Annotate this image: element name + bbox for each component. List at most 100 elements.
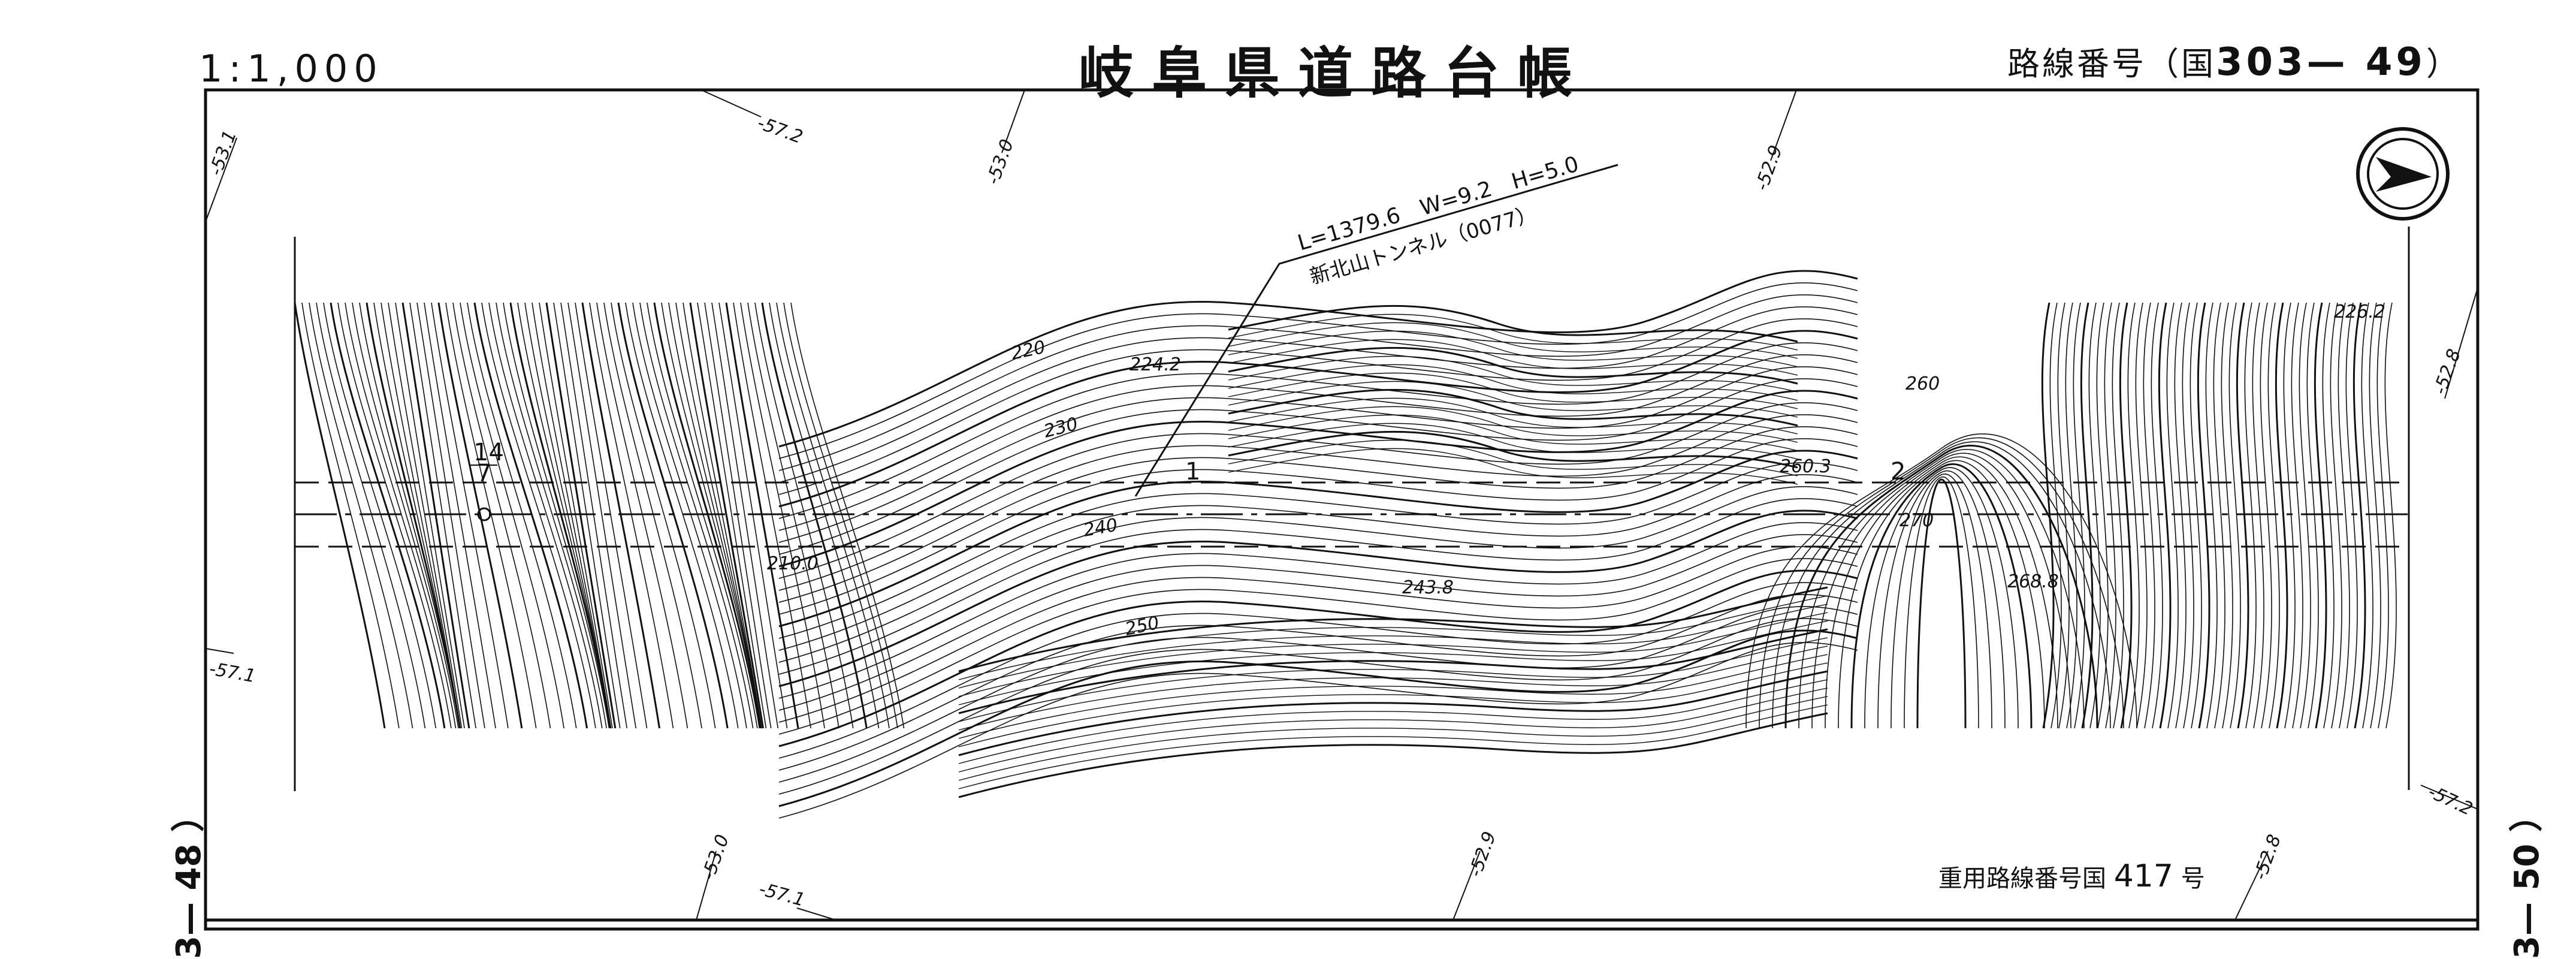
contour-line [747, 302, 839, 729]
contour-line [958, 662, 1828, 747]
contour-line [1228, 406, 1798, 443]
contour-line [373, 302, 461, 729]
contour-line [2275, 302, 2288, 729]
contour-line [424, 302, 496, 729]
contour-line [330, 302, 446, 729]
station-label: 1 [1185, 458, 1200, 485]
contour-line [2213, 302, 2225, 729]
contour-line [2065, 302, 2077, 729]
contour-line [388, 302, 463, 729]
contour-line [958, 586, 1828, 672]
contour-label: 268.8 [2007, 571, 2059, 592]
contour-line [2190, 302, 2202, 729]
contour-line [1228, 439, 1798, 477]
contour-line [1228, 414, 1798, 451]
contour-line [2330, 302, 2342, 729]
contour-line [2080, 302, 2094, 729]
grid-tick [1770, 89, 1797, 161]
contour-line [2291, 302, 2303, 729]
contour-line [2299, 302, 2311, 729]
contour-line [309, 302, 413, 729]
contour-line [2135, 302, 2148, 729]
grid-tick [2234, 851, 2269, 921]
contour-line [2236, 302, 2249, 729]
route-number-value: 303— 49 [2216, 40, 2426, 85]
grid-label: -52.9 [1751, 143, 1787, 194]
contour-line [2252, 302, 2264, 729]
grid-label: -53.1 [206, 128, 241, 179]
contour-line [761, 302, 868, 729]
route-suffix: ） [2426, 45, 2461, 83]
contour-line [401, 302, 470, 729]
contour-line [2221, 302, 2233, 729]
contour-line [778, 306, 1858, 483]
contour-line [581, 302, 661, 729]
aux-route-number: 417 [2113, 858, 2173, 894]
contour-line [1228, 313, 1798, 351]
contour-line [1228, 397, 1798, 435]
contour-label: 243.8 [1402, 577, 1454, 598]
map-frame [204, 88, 2480, 931]
contour-label-group: 220 224.2 230 240 210.0 243.8 250 260 26… [767, 301, 2385, 640]
contour-line [437, 302, 523, 729]
contour-line [1891, 474, 1992, 729]
contour-line [958, 612, 1828, 697]
contour-line [2338, 302, 2350, 729]
contour-line [337, 302, 452, 729]
contour-line [575, 302, 648, 729]
contour-line [467, 302, 577, 729]
contour-line [2376, 302, 2389, 729]
contour-line [1228, 355, 1798, 393]
contour-line [778, 618, 1858, 795]
contour-line [2088, 302, 2101, 729]
contour-line [778, 390, 1858, 568]
map-scale: 1:1,000 [199, 47, 383, 91]
contour-line [1745, 433, 2137, 729]
contour-line [778, 330, 1858, 508]
grid-tick [2420, 785, 2478, 810]
contour-line [1864, 467, 2019, 729]
contour-line [778, 282, 1858, 459]
contour-line [778, 582, 1858, 759]
contour-line [481, 302, 596, 729]
contour-line [958, 712, 1828, 798]
contour-line [958, 595, 1828, 680]
contour-lines [294, 270, 2397, 819]
grid-label: -57.2 [2425, 782, 2476, 821]
contour-line [958, 646, 1828, 731]
contour-line [958, 628, 1828, 714]
contour-line [2104, 302, 2116, 729]
grid-tick [700, 89, 762, 117]
contour-line [1904, 477, 1979, 729]
contour-line [958, 654, 1828, 739]
grid-label: -57.1 [208, 658, 258, 687]
contour-line [778, 378, 1858, 555]
grid-tick [796, 907, 836, 921]
north-arrow-inner-ring [2367, 138, 2439, 210]
contour-line [2306, 302, 2319, 729]
grid-tick [1001, 89, 1025, 153]
contour-line [1228, 430, 1798, 469]
contour-line [1784, 445, 2098, 729]
contour-line [958, 620, 1828, 705]
grid-tick [205, 648, 234, 654]
contour-line [2352, 302, 2366, 729]
tunnel-leader-line [1134, 164, 1618, 497]
contour-line [524, 302, 611, 729]
contour-line [2197, 302, 2210, 729]
contour-line [409, 302, 476, 729]
contour-line [958, 679, 1828, 764]
contour-line [704, 302, 772, 729]
contour-line [611, 302, 716, 729]
contour-line [2112, 302, 2124, 729]
contour-line [778, 569, 1858, 747]
contour-line [473, 302, 588, 729]
contour-line [697, 302, 767, 729]
contour-line [958, 604, 1828, 689]
contour-line [1228, 381, 1798, 418]
contour-line [531, 302, 612, 729]
contour-line [754, 302, 854, 729]
contour-line [380, 302, 461, 729]
aux-route-suffix: 号 [2181, 865, 2205, 892]
contour-line [1228, 330, 1798, 367]
